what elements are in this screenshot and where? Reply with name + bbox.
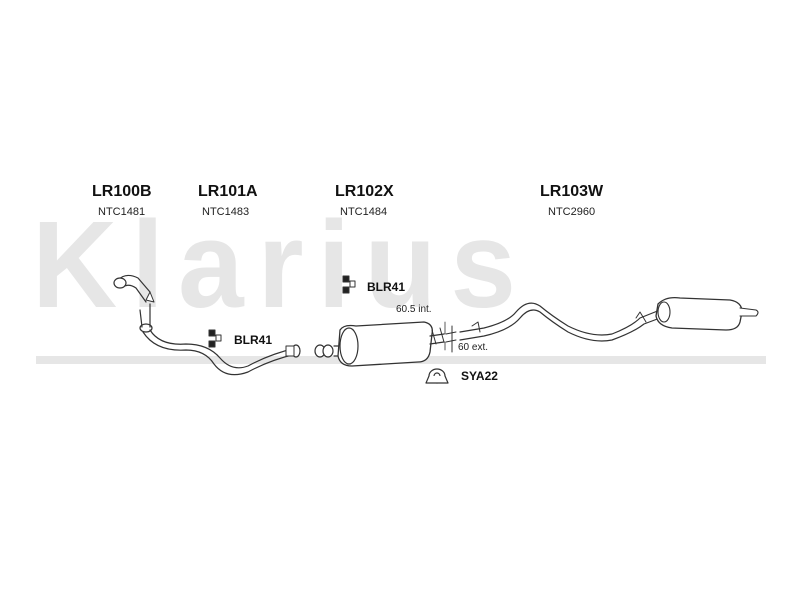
label-clamp: SYA22	[461, 369, 498, 383]
dimension-internal: 60.5 int.	[396, 304, 432, 315]
part-code-lr100b: LR100B	[92, 183, 152, 200]
clamp-icon	[425, 368, 449, 384]
part-ref-ntc1481: NTC1481	[98, 206, 146, 218]
part-ref-ntc2960: NTC2960	[548, 206, 596, 218]
part-ref-ntc1484: NTC1484	[340, 206, 388, 218]
part-ref-ntc1483: NTC1483	[202, 206, 250, 218]
intermediate-pipe-lr101a	[142, 329, 301, 376]
rear-section-lr103w	[459, 296, 759, 342]
joint-detail	[431, 321, 457, 353]
part-code-lr102x: LR102X	[335, 183, 394, 200]
label-mount-left: BLR41	[234, 333, 273, 347]
centre-silencer-lr102x	[314, 321, 445, 367]
front-pipe-lr100b	[113, 274, 155, 333]
mount-mid-icon	[342, 275, 356, 294]
dimension-external: 60 ext.	[458, 342, 489, 353]
part-code-lr101a: LR101A	[198, 183, 258, 200]
part-code-lr103w: LR103W	[540, 183, 604, 200]
brand-watermark: Klarius	[32, 195, 531, 335]
mount-left-icon	[208, 329, 222, 348]
label-mount-mid: BLR41	[367, 280, 406, 294]
